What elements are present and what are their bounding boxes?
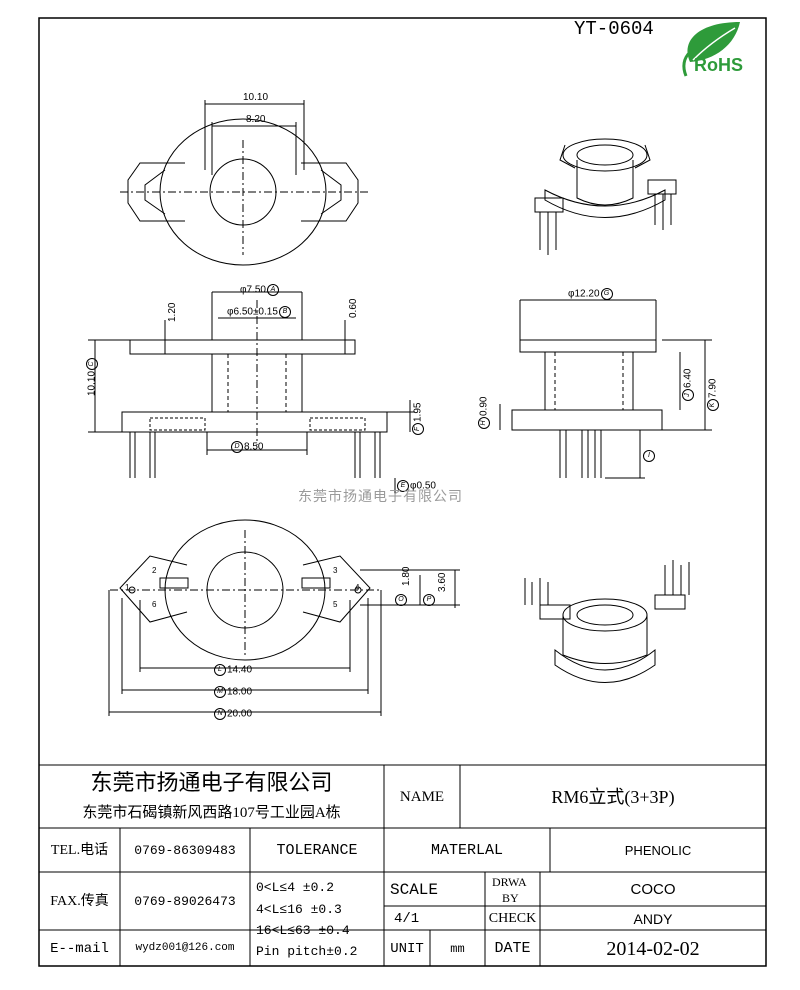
email-value: wydz001@126.com <box>135 942 235 954</box>
pin-number: 4 <box>355 583 360 592</box>
sheet-border <box>38 17 767 967</box>
scale-value: 4/1 <box>394 910 420 927</box>
dim-1-95: F1.95 <box>412 403 424 436</box>
pin-number: 6 <box>152 600 157 609</box>
dim-0-90: H0.90 <box>478 397 490 430</box>
part-name: RM6立式(3+3P) <box>551 787 675 807</box>
tolerance-row-4: Pin pitch±0.2 <box>256 944 358 959</box>
drawing-number: YT-0604 <box>574 18 654 40</box>
fax-label: FAX.传真 <box>50 893 109 909</box>
tag-p: P <box>422 594 436 606</box>
dim-height-10-10: 10.10C <box>86 357 98 396</box>
pin-number: 3 <box>333 566 338 575</box>
pin-number: 1 <box>125 583 130 592</box>
tag-i: I <box>642 450 656 462</box>
pin-number: 5 <box>333 600 338 609</box>
pin-number: 2 <box>152 566 157 575</box>
unit-label: UNIT <box>390 940 424 957</box>
unit-value: mm <box>450 941 465 956</box>
by-label: BY <box>502 891 519 905</box>
dim-6-40: J6.40 <box>682 369 694 402</box>
company-name: 东莞市扬通电子有限公司 <box>90 770 333 795</box>
dim-0-60: 0.60 <box>348 298 359 318</box>
company-address: 东莞市石碣镇新风西路107号工业园A栋 <box>82 805 341 821</box>
top-view <box>120 100 370 266</box>
date-value: 2014-02-02 <box>606 937 700 960</box>
name-label: NAME <box>399 788 445 805</box>
tag-o: O <box>394 594 408 606</box>
fax-value: 0769-89026473 <box>134 894 236 909</box>
dim-1-80: 1.80 <box>401 566 412 586</box>
material-label: MATERLAL <box>430 842 503 859</box>
check-value: ANDY <box>633 910 673 927</box>
email-label: E--mail <box>50 940 109 957</box>
dim-3-60: 3.60 <box>437 572 448 592</box>
scale-label: SCALE <box>390 880 439 899</box>
tolerance-row-2: 4<L≤16 ±0.3 <box>256 902 342 917</box>
rohs-leaf-icon <box>682 22 740 77</box>
dim-top-outer: 10.10 <box>243 92 269 103</box>
tolerance-row-3: 16<L≤63 ±0.4 <box>256 923 350 938</box>
tel-label: TEL.电话 <box>50 842 109 858</box>
title-block-grid <box>39 764 766 966</box>
bottom-view <box>108 519 460 716</box>
dim-top-inner: 8.20 <box>246 114 266 125</box>
isometric-view-bottom <box>524 560 690 683</box>
watermark-text: 东莞市扬通电子有限公司 <box>298 488 463 504</box>
drwa-value: COCO <box>630 881 676 898</box>
rohs-logo-text: RoHS <box>694 55 743 75</box>
drwa-label: DRWA <box>492 875 527 889</box>
isometric-view-top <box>534 138 677 255</box>
front-view <box>88 291 415 500</box>
side-view <box>499 299 712 479</box>
tolerance-label: TOLERANCE <box>276 842 358 859</box>
dim-7-90: K7.90 <box>707 379 719 412</box>
tel-value: 0769-86309483 <box>134 843 236 858</box>
date-label: DATE <box>494 940 531 957</box>
check-label: CHECK <box>488 910 537 926</box>
material-value: PHENOLIC <box>624 843 692 858</box>
dim-1-20: 1.20 <box>167 302 178 322</box>
tolerance-row-1: 0<L≤4 ±0.2 <box>256 880 335 895</box>
